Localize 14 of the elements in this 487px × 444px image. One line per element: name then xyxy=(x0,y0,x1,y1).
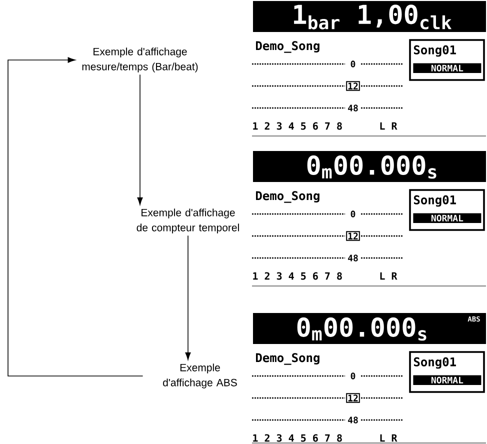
display-header: 1$_{bar}$ 1,00$_{clk}$ xyxy=(253,1,486,32)
level-box: 12 xyxy=(346,81,360,91)
song-box: Song01 NORMAL xyxy=(409,351,485,393)
level-box: 12 xyxy=(346,231,360,241)
song-box: Song01 NORMAL xyxy=(409,189,485,231)
caption: Exemple d'affichage mesure/temps (Bar/beat) xyxy=(82,48,198,72)
caption: Exemple d'affichage ABS xyxy=(163,364,237,388)
display-header: 0$_{m}$00.000$_{s}$ xyxy=(253,151,486,182)
arrow xyxy=(8,57,144,376)
song-box: Song01 NORMAL xyxy=(409,39,485,81)
arrow xyxy=(185,235,191,360)
caption: Exemple d'affichage de compteur temporel xyxy=(136,208,239,234)
level-box: 12 xyxy=(346,393,360,403)
arrow xyxy=(137,74,143,205)
